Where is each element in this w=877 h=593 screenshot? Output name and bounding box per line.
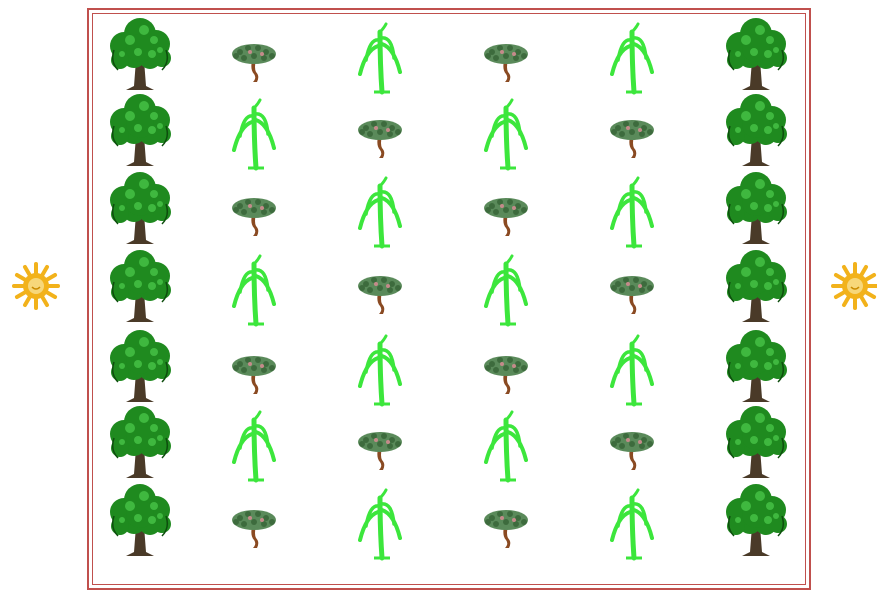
sun-icon bbox=[14, 264, 58, 308]
palm-icon bbox=[486, 256, 526, 324]
big-tree-icon bbox=[110, 330, 171, 402]
big-tree-icon bbox=[110, 250, 171, 322]
palm-icon bbox=[612, 336, 652, 404]
big-tree-icon bbox=[726, 330, 787, 402]
palm-icon bbox=[612, 178, 652, 246]
palm-icon bbox=[612, 24, 652, 92]
palm-icon bbox=[360, 490, 400, 558]
small-tree-icon bbox=[484, 356, 528, 394]
palm-icon bbox=[486, 100, 526, 168]
small-tree-icon bbox=[232, 356, 276, 394]
big-tree-icon bbox=[726, 484, 787, 556]
palm-icon bbox=[360, 178, 400, 246]
small-tree-icon bbox=[358, 276, 402, 314]
palm-icon bbox=[234, 256, 274, 324]
big-tree-icon bbox=[726, 18, 787, 90]
big-tree-icon bbox=[110, 94, 171, 166]
small-tree-icon bbox=[610, 120, 654, 158]
big-tree-icon bbox=[726, 250, 787, 322]
palm-icon bbox=[486, 412, 526, 480]
big-tree-icon bbox=[110, 172, 171, 244]
small-tree-icon bbox=[610, 276, 654, 314]
small-tree-icon bbox=[484, 198, 528, 236]
small-tree-icon bbox=[232, 198, 276, 236]
palm-icon bbox=[360, 336, 400, 404]
small-tree-icon bbox=[610, 432, 654, 470]
small-tree-icon bbox=[232, 510, 276, 548]
big-tree-icon bbox=[726, 406, 787, 478]
small-tree-icon bbox=[484, 510, 528, 548]
small-tree-icon bbox=[358, 120, 402, 158]
palm-icon bbox=[234, 412, 274, 480]
sun-icon bbox=[833, 264, 877, 308]
big-tree-icon bbox=[110, 484, 171, 556]
small-tree-icon bbox=[358, 432, 402, 470]
palm-icon bbox=[234, 100, 274, 168]
small-tree-icon bbox=[232, 44, 276, 82]
palm-icon bbox=[360, 24, 400, 92]
palm-icon bbox=[612, 490, 652, 558]
big-tree-icon bbox=[726, 172, 787, 244]
big-tree-icon bbox=[110, 406, 171, 478]
big-tree-icon bbox=[726, 94, 787, 166]
small-tree-icon bbox=[484, 44, 528, 82]
big-tree-icon bbox=[110, 18, 171, 90]
